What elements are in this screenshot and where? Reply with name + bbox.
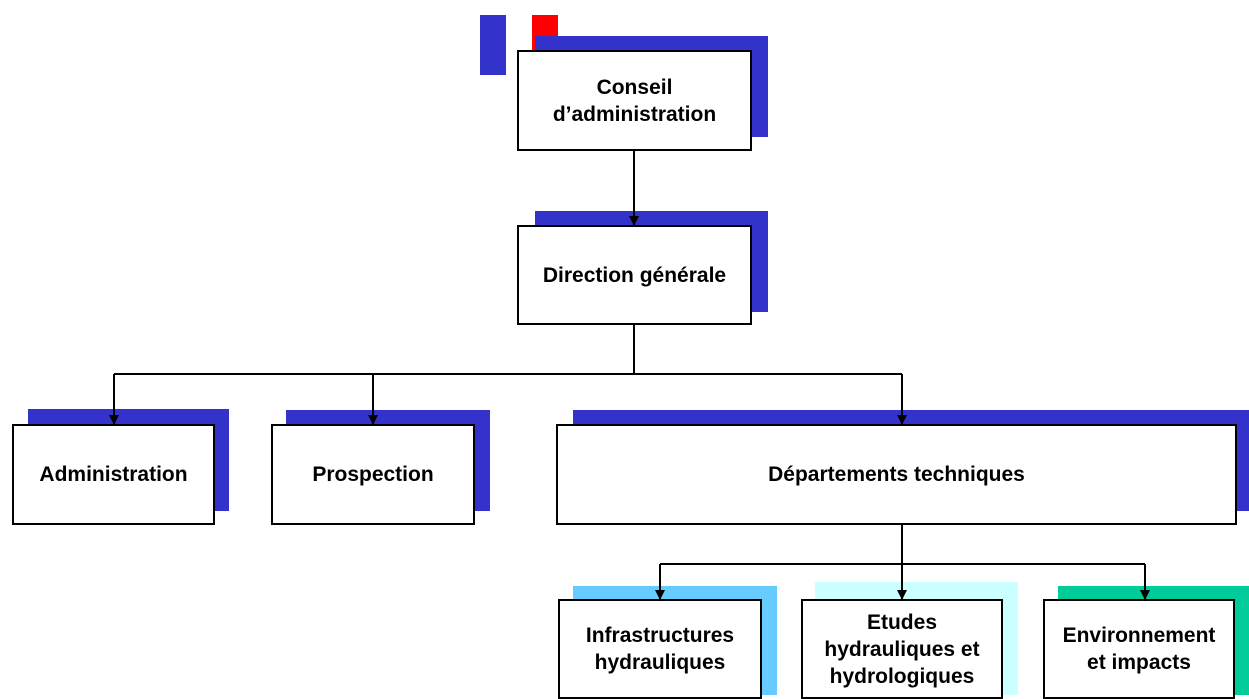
node-direction-label: Direction générale: [542, 263, 727, 287]
node-prospection-label: Prospection: [312, 463, 434, 486]
node-departements-label: Départements techniques: [768, 463, 1025, 486]
node-administration: Administration: [12, 424, 215, 525]
node-direction: Direction générale: [517, 225, 752, 325]
flag-blue-stripe: [480, 15, 506, 75]
node-infrastructures-label: Infrastructures hydrauliques: [585, 624, 735, 674]
node-prospection: Prospection: [271, 424, 475, 525]
node-etudes: Etudes hydrauliques et hydrologiques: [801, 599, 1003, 699]
node-conseil: Conseil d’administration: [517, 50, 752, 151]
node-conseil-label: Conseil d’administration: [552, 75, 717, 126]
node-departements: Départements techniques: [556, 424, 1237, 525]
node-administration-label: Administration: [39, 463, 188, 486]
node-environnement: Environnement et impacts: [1043, 599, 1235, 699]
node-infrastructures: Infrastructures hydrauliques: [558, 599, 762, 699]
node-etudes-label: Etudes hydrauliques et hydrologiques: [824, 610, 980, 688]
node-environnement-label: Environnement et impacts: [1062, 624, 1216, 674]
